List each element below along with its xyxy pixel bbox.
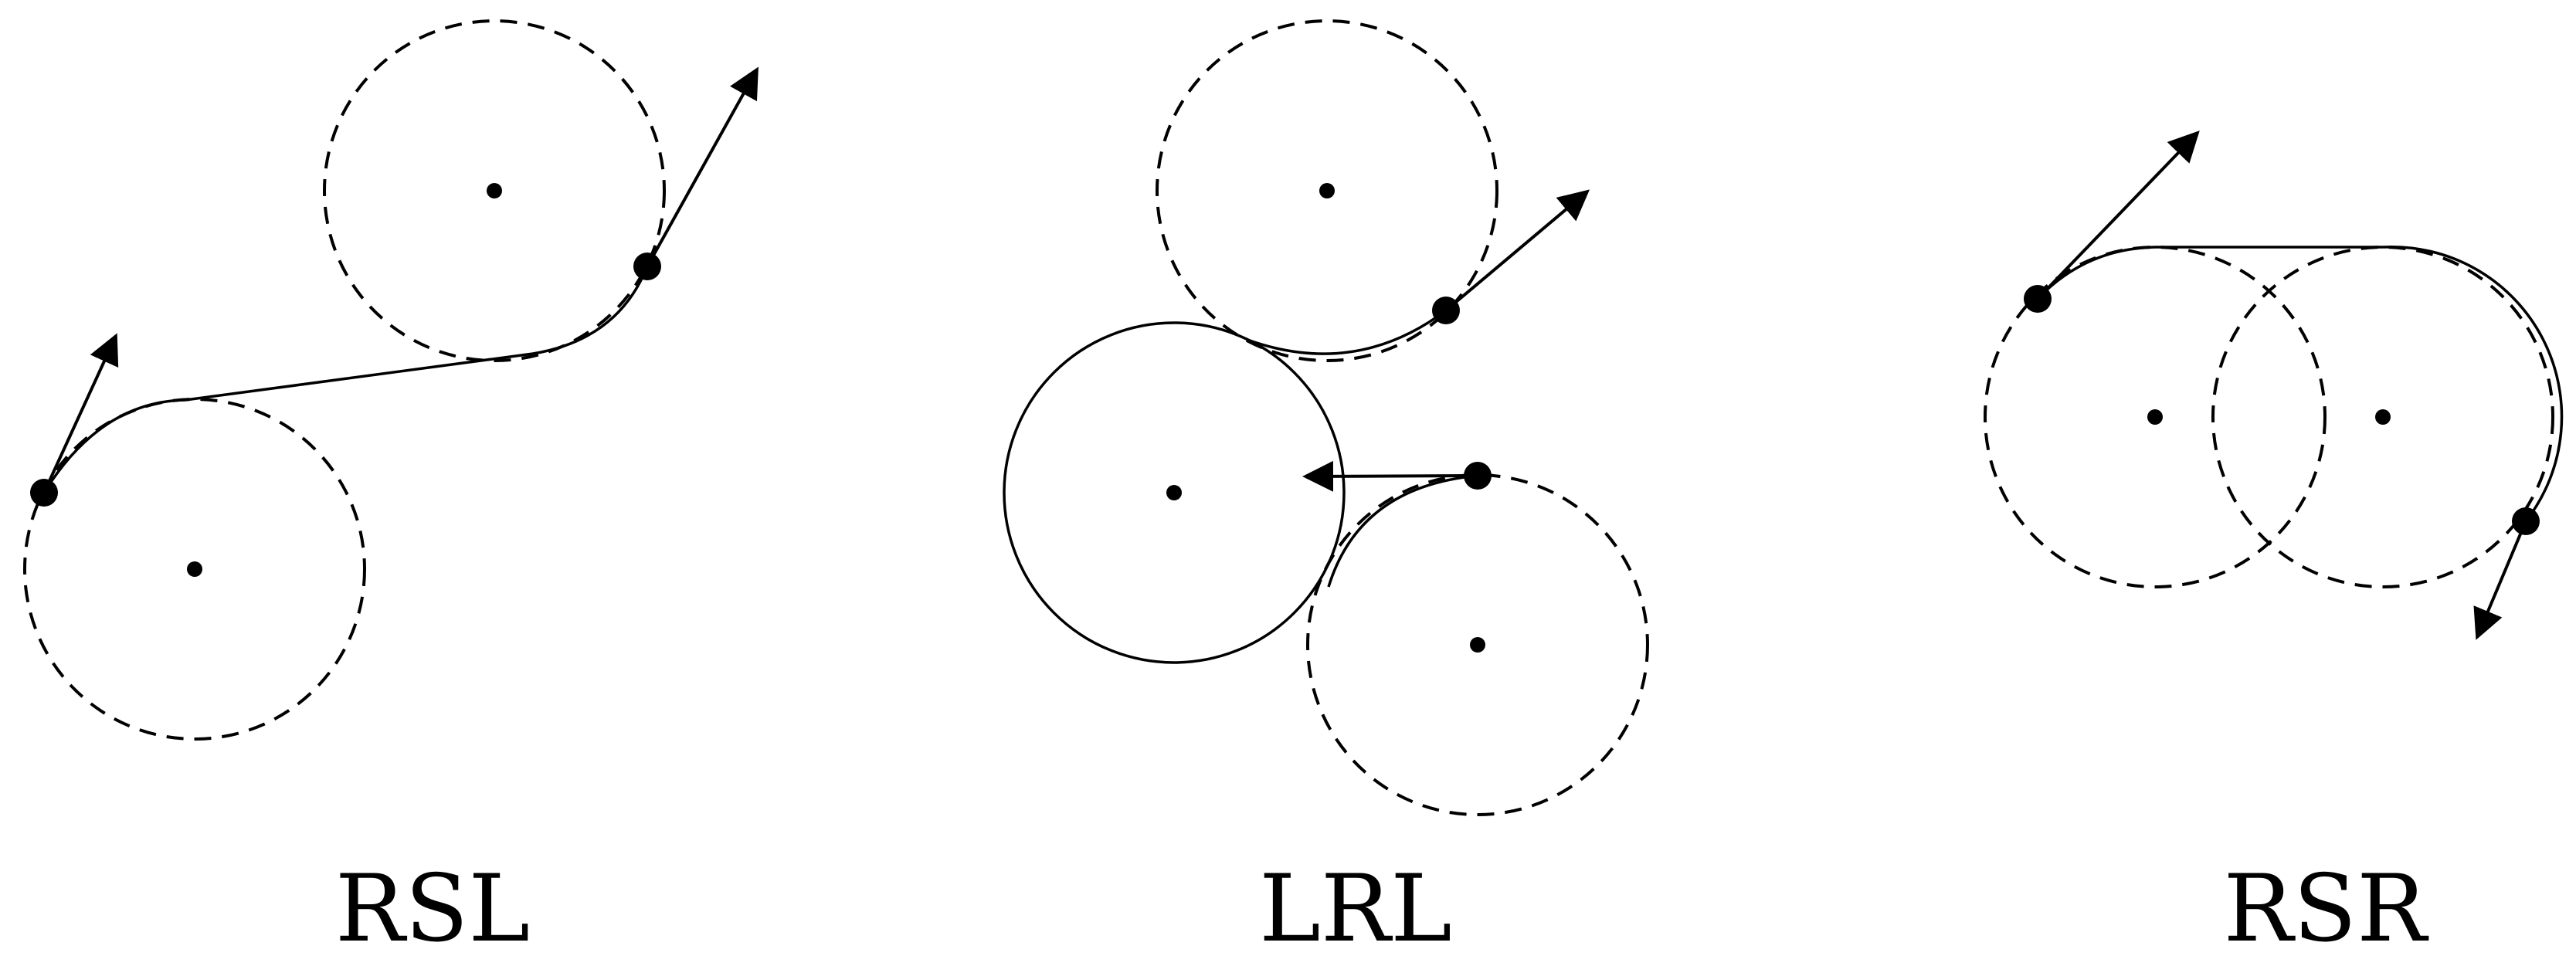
path-start-arc [2036,246,2156,300]
start-heading-arrow [42,333,119,493]
circle-center [2375,409,2391,425]
end-heading-arrow [2473,520,2527,640]
circle-center [487,183,502,198]
panel-lrl: LRL [1003,19,1649,956]
panel-label: RSR [2224,856,2430,956]
start-heading-arrow [2036,131,2200,300]
end-heading-arrow [1444,189,1590,312]
path-straight-segment [185,352,534,402]
path-end-arc [2382,245,2564,523]
turning-circle-end [323,19,666,362]
end-heading-arrow [646,66,759,267]
panel-label: LRL [1259,856,1452,956]
panel-label: RSL [335,856,530,956]
path-start-arc [42,398,186,493]
turning-circle-bottom [1306,473,1649,816]
path-lower-arc [1327,474,1478,588]
panel-rsl: RSL [23,19,759,956]
circle-center [1470,637,1485,653]
turning-circle-start [23,398,366,741]
turning-circle-start [1984,246,2327,588]
path-upper-arc [1247,309,1448,355]
middle-turning-circle [1003,321,1346,664]
circle-center [187,561,202,577]
path-end-arc [532,266,649,355]
circle-center [2147,409,2163,425]
circle-center [1319,183,1335,198]
panel-rsr: RSR [1984,131,2564,956]
turning-circle-top [1156,19,1498,362]
turning-circle-end [2211,246,2554,588]
circle-center [1166,485,1182,500]
